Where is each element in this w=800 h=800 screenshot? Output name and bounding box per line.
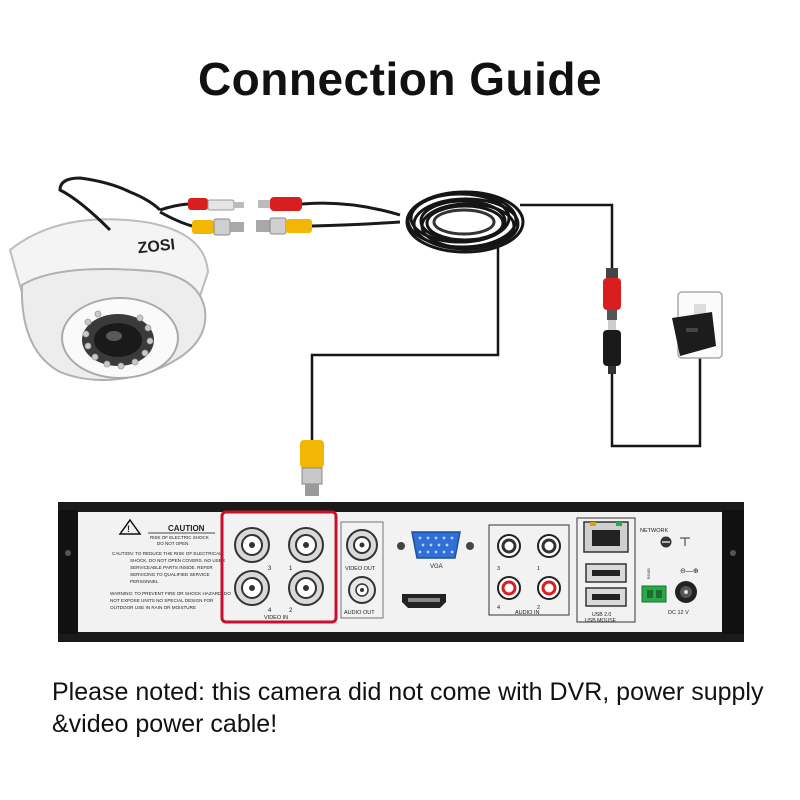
audio-out-label: AUDIO OUT (344, 610, 375, 616)
bnc-port-3[interactable] (234, 527, 270, 563)
svg-text:!: ! (127, 524, 130, 534)
power-adapter (672, 312, 716, 356)
disclaimer-note: Please noted: this camera did not come w… (52, 678, 764, 738)
video-out-port[interactable]: VIDEO OUT (340, 521, 384, 619)
caution-title: CAUTION (168, 524, 205, 533)
video-in-number-1: 1 (289, 566, 293, 572)
rs485-terminal[interactable]: RS485 (641, 568, 667, 603)
caution-label: ! CAUTION RISK OF ELECTRIC SHOCK DO NOT … (110, 518, 231, 610)
audio-in-port-3[interactable] (497, 534, 521, 558)
svg-text:DO NOT OPEN: DO NOT OPEN (157, 541, 188, 546)
audio-in-port-1[interactable] (537, 534, 561, 558)
svg-text:SERVICEABLE PARTS INSIDE. REFE: SERVICEABLE PARTS INSIDE. REFER (130, 565, 213, 570)
bnc-port-2[interactable] (288, 570, 324, 606)
video-in-highlight (220, 510, 338, 624)
camera-power-connector (188, 198, 244, 211)
hdmi-port[interactable] (402, 594, 446, 608)
camera-brand-logo: ZOSI (137, 236, 176, 257)
video-in-number-4: 4 (268, 608, 272, 614)
video-in-ports[interactable]: 3 1 4 2 VIDEO IN (220, 510, 338, 624)
power-extension-connector (603, 268, 621, 320)
audio-in-number-4: 4 (497, 605, 500, 611)
svg-text:SHOCK, DO NOT OPEN COVERS. NO: SHOCK, DO NOT OPEN COVERS. NO USER (130, 558, 226, 563)
power-label: DC 12 V (668, 610, 689, 616)
network-label: NETWORK (640, 528, 668, 534)
video-in-number-2: 2 (289, 608, 293, 614)
vga-port[interactable]: VGA (397, 531, 474, 570)
dc-power-port[interactable]: ⊖—⊕ DC 12 V (668, 568, 699, 616)
dome-camera: ZOSI (8, 218, 210, 381)
dvr-bnc-connector (300, 440, 324, 496)
svg-text:SERVICING TO QUALIFIED SERVICE: SERVICING TO QUALIFIED SERVICE (130, 572, 210, 577)
svg-text:NOT EXPOSE UNITS NO SPECIAL DE: NOT EXPOSE UNITS NO SPECIAL DESIGN FOR (110, 598, 214, 603)
video-in-number-3: 3 (268, 566, 272, 572)
svg-text:PERSONNEL: PERSONNEL (130, 579, 159, 584)
camera-bnc-connector (192, 218, 244, 236)
video-in-label: VIDEO IN (264, 615, 288, 621)
audio-in-port-2[interactable] (537, 576, 561, 600)
page-title: Connection Guide (197, 53, 603, 105)
extension-bnc-connector (256, 217, 312, 235)
usb-port-bottom[interactable] (585, 587, 627, 607)
usb-label: USB 2.0 (592, 612, 611, 618)
audio-in-port-4[interactable] (497, 576, 521, 600)
camera-pigtail-cable (58, 176, 193, 232)
audio-in-number-2: 2 (537, 605, 540, 611)
svg-text:WARNING: TO PREVENT FIRE OR SH: WARNING: TO PREVENT FIRE OR SHOCK HAZARD… (110, 591, 231, 596)
audio-in-number-3: 3 (497, 566, 500, 572)
extension-power-connector (258, 197, 302, 211)
audio-in-ports[interactable]: 3 1 4 2 AUDIO IN (488, 524, 570, 616)
power-polarity-icon: ⊖—⊕ (680, 568, 699, 575)
audio-in-number-1: 1 (537, 566, 540, 572)
bnc-port-4[interactable] (234, 570, 270, 606)
cable-coil (405, 190, 525, 254)
video-out-label: VIDEO OUT (345, 566, 376, 572)
dvr-rear-panel (58, 502, 744, 642)
usb-mouse-label: USB MOUSE (585, 618, 617, 624)
bnc-port-1[interactable] (288, 527, 324, 563)
svg-text:OUTDOOR USE IN RAIN OR MOISTUR: OUTDOOR USE IN RAIN OR MOISTURE (110, 605, 196, 610)
rs485-label: RS485 (647, 568, 651, 579)
network-port[interactable]: NETWORK (576, 517, 668, 623)
svg-text:RISK OF ELECTRIC SHOCK: RISK OF ELECTRIC SHOCK (150, 535, 209, 540)
usb-port-top[interactable] (585, 563, 627, 583)
audio-out-port[interactable]: AUDIO OUT (344, 576, 376, 616)
svg-text:CAUTION: TO REDUCE THE RISK OF: CAUTION: TO REDUCE THE RISK OF ELECTRICA… (112, 551, 222, 556)
ground-screw-icon (660, 536, 690, 548)
audio-in-label: AUDIO IN (515, 610, 539, 616)
power-plug-connector (603, 320, 621, 374)
vga-label: VGA (430, 564, 443, 570)
